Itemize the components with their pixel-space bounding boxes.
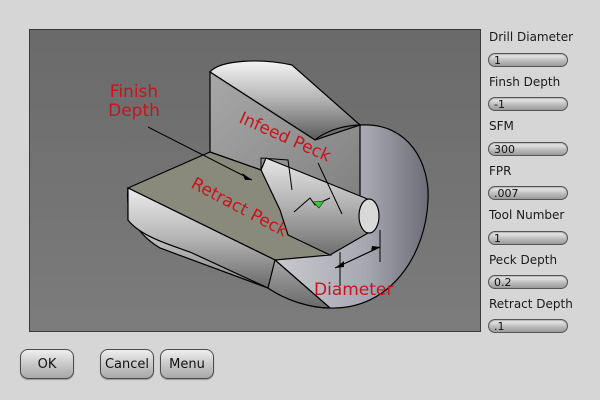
diameter-label: Diameter: [314, 280, 393, 300]
fpr-label: FPR: [489, 164, 512, 178]
peck-depth-field[interactable]: [488, 275, 568, 289]
retract-depth-field[interactable]: [488, 319, 568, 333]
tool-number-field[interactable]: [488, 231, 568, 245]
drill-diagram: Finish Depth Infeed Peck Retract Peck Di…: [108, 60, 429, 309]
peck-depth-label: Peck Depth: [489, 253, 558, 267]
ok-button[interactable]: OK: [20, 349, 74, 379]
drill-diagram-canvas: Finish Depth Infeed Peck Retract Peck Di…: [29, 29, 481, 332]
cancel-button[interactable]: Cancel: [100, 349, 154, 379]
retract-depth-label: Retract Depth: [489, 297, 573, 311]
tool-number-label: Tool Number: [489, 208, 565, 222]
cylinder-top-surface: [209, 60, 362, 141]
menu-button[interactable]: Menu: [160, 349, 214, 379]
peck-arrow-icon: [312, 200, 325, 209]
sfm-field[interactable]: [488, 142, 568, 156]
sfm-label: SFM: [489, 119, 514, 133]
finish-depth-label: Finsh Depth: [489, 75, 561, 89]
finish-depth-field[interactable]: [488, 97, 568, 111]
drill-diameter-label: Drill Diameter: [489, 30, 574, 44]
drill-diameter-field[interactable]: [488, 53, 568, 67]
fpr-field[interactable]: [488, 186, 568, 200]
finish-depth-label-line2: Depth: [108, 101, 160, 121]
finish-depth-label-line1: Finish: [110, 82, 158, 102]
